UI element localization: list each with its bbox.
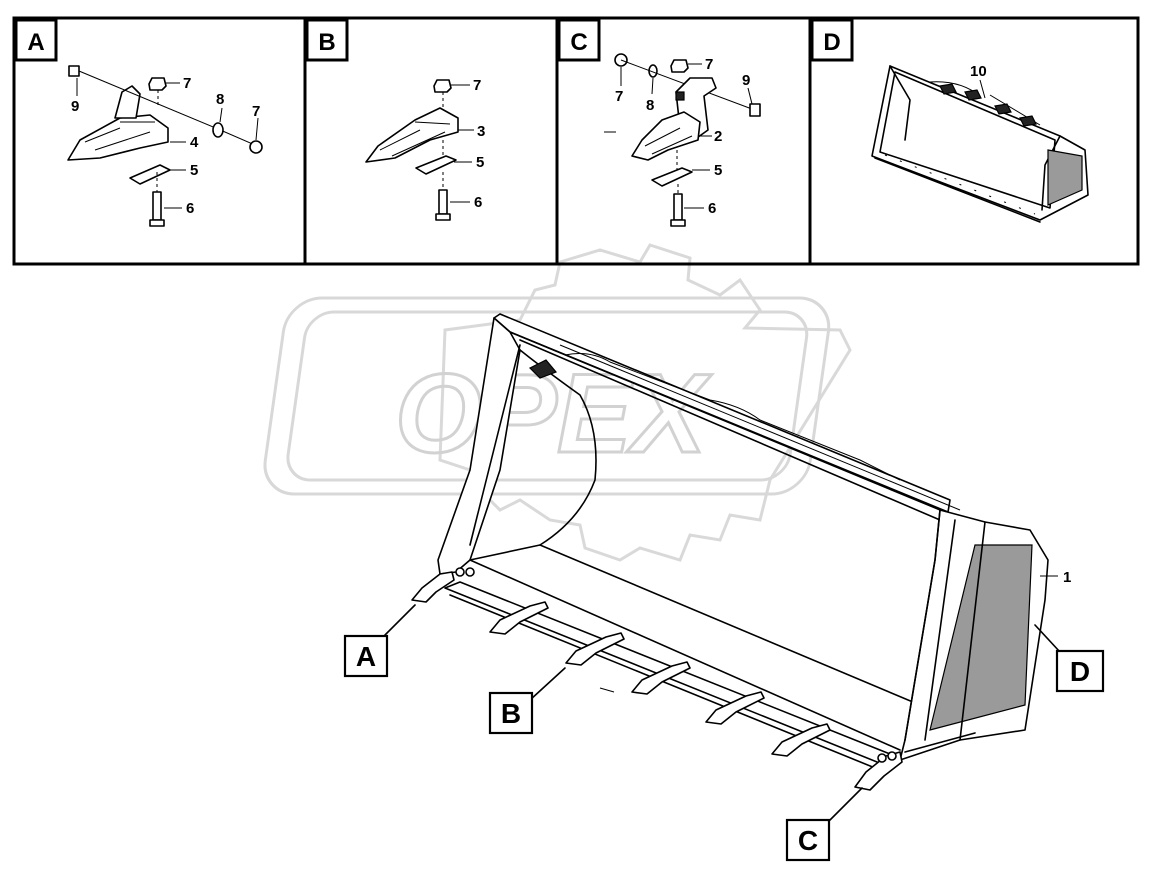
part-label: 7 xyxy=(615,88,623,105)
detail-panels: A xyxy=(12,16,1140,266)
part-label: 5 xyxy=(190,162,198,179)
part-label: 7 xyxy=(252,103,260,120)
panels-frame xyxy=(12,16,1140,266)
svg-text:D: D xyxy=(1070,656,1090,687)
bucket-teeth xyxy=(411,571,903,791)
watermark: OPEX xyxy=(263,243,852,562)
panel-letter: C xyxy=(570,29,587,56)
bucket-left-side xyxy=(437,317,521,575)
panel-letter: D xyxy=(823,29,840,56)
panel-c: C 7 7 8 9 xyxy=(557,18,761,227)
panel-letter-box xyxy=(14,18,58,62)
part-label: 6 xyxy=(186,200,194,217)
svg-text:A: A xyxy=(356,641,376,672)
panel-letter: A xyxy=(27,29,44,56)
main-bucket: 1 A B C D xyxy=(343,313,1105,862)
part-label: 7 xyxy=(473,77,481,94)
part-label: 10 xyxy=(970,63,987,80)
watermark-frame-inner xyxy=(286,310,809,482)
pin-part xyxy=(438,189,448,215)
tooth-part xyxy=(67,114,169,161)
panel-letter-box xyxy=(557,18,601,62)
callout-d: D xyxy=(1055,649,1105,693)
part-label: 7 xyxy=(705,56,713,73)
tooth-part xyxy=(365,107,459,163)
nut-part xyxy=(670,59,689,73)
part-label: 9 xyxy=(71,98,79,115)
panel-letter-box xyxy=(810,18,854,62)
plate-part xyxy=(415,155,457,175)
panel-letter-box xyxy=(305,18,349,62)
part-label: 8 xyxy=(646,97,654,114)
part-label: 7 xyxy=(183,75,191,92)
pin-part xyxy=(673,193,683,221)
watermark-frame-outer xyxy=(263,296,831,496)
svg-text:B: B xyxy=(501,698,521,729)
part-label: 9 xyxy=(742,72,750,89)
part-label: 2 xyxy=(714,128,722,145)
washer-part xyxy=(212,122,224,138)
nut-part xyxy=(148,77,167,91)
part-label: 6 xyxy=(474,194,482,211)
part-label: 8 xyxy=(216,91,224,108)
plate-part xyxy=(129,164,171,185)
bucket-side-window xyxy=(929,544,1033,731)
part-label: 5 xyxy=(476,154,484,171)
panel-b: B 7 3 5 6 xyxy=(305,18,485,221)
callout-c: C xyxy=(785,818,831,862)
part-label: 3 xyxy=(477,123,485,140)
part-label: 4 xyxy=(190,134,199,151)
nut-part xyxy=(433,79,452,93)
callout-b: B xyxy=(488,691,534,735)
part-label: 1 xyxy=(1063,569,1071,586)
panel-d: D 10 xyxy=(810,18,1089,223)
watermark-gear xyxy=(438,243,852,562)
small-bucket xyxy=(871,65,1089,223)
nut-part xyxy=(249,140,263,154)
callout-a: A xyxy=(343,634,389,678)
bolt-part xyxy=(749,103,761,117)
panel-a: A xyxy=(14,18,263,227)
bolt-part xyxy=(68,65,80,77)
part-label: 5 xyxy=(714,162,722,179)
part-label: 6 xyxy=(708,200,716,217)
panel-letter: B xyxy=(318,29,335,56)
plate-part xyxy=(651,167,693,187)
svg-text:C: C xyxy=(798,825,818,856)
tooth-part xyxy=(631,111,701,161)
pin-part xyxy=(152,191,162,221)
